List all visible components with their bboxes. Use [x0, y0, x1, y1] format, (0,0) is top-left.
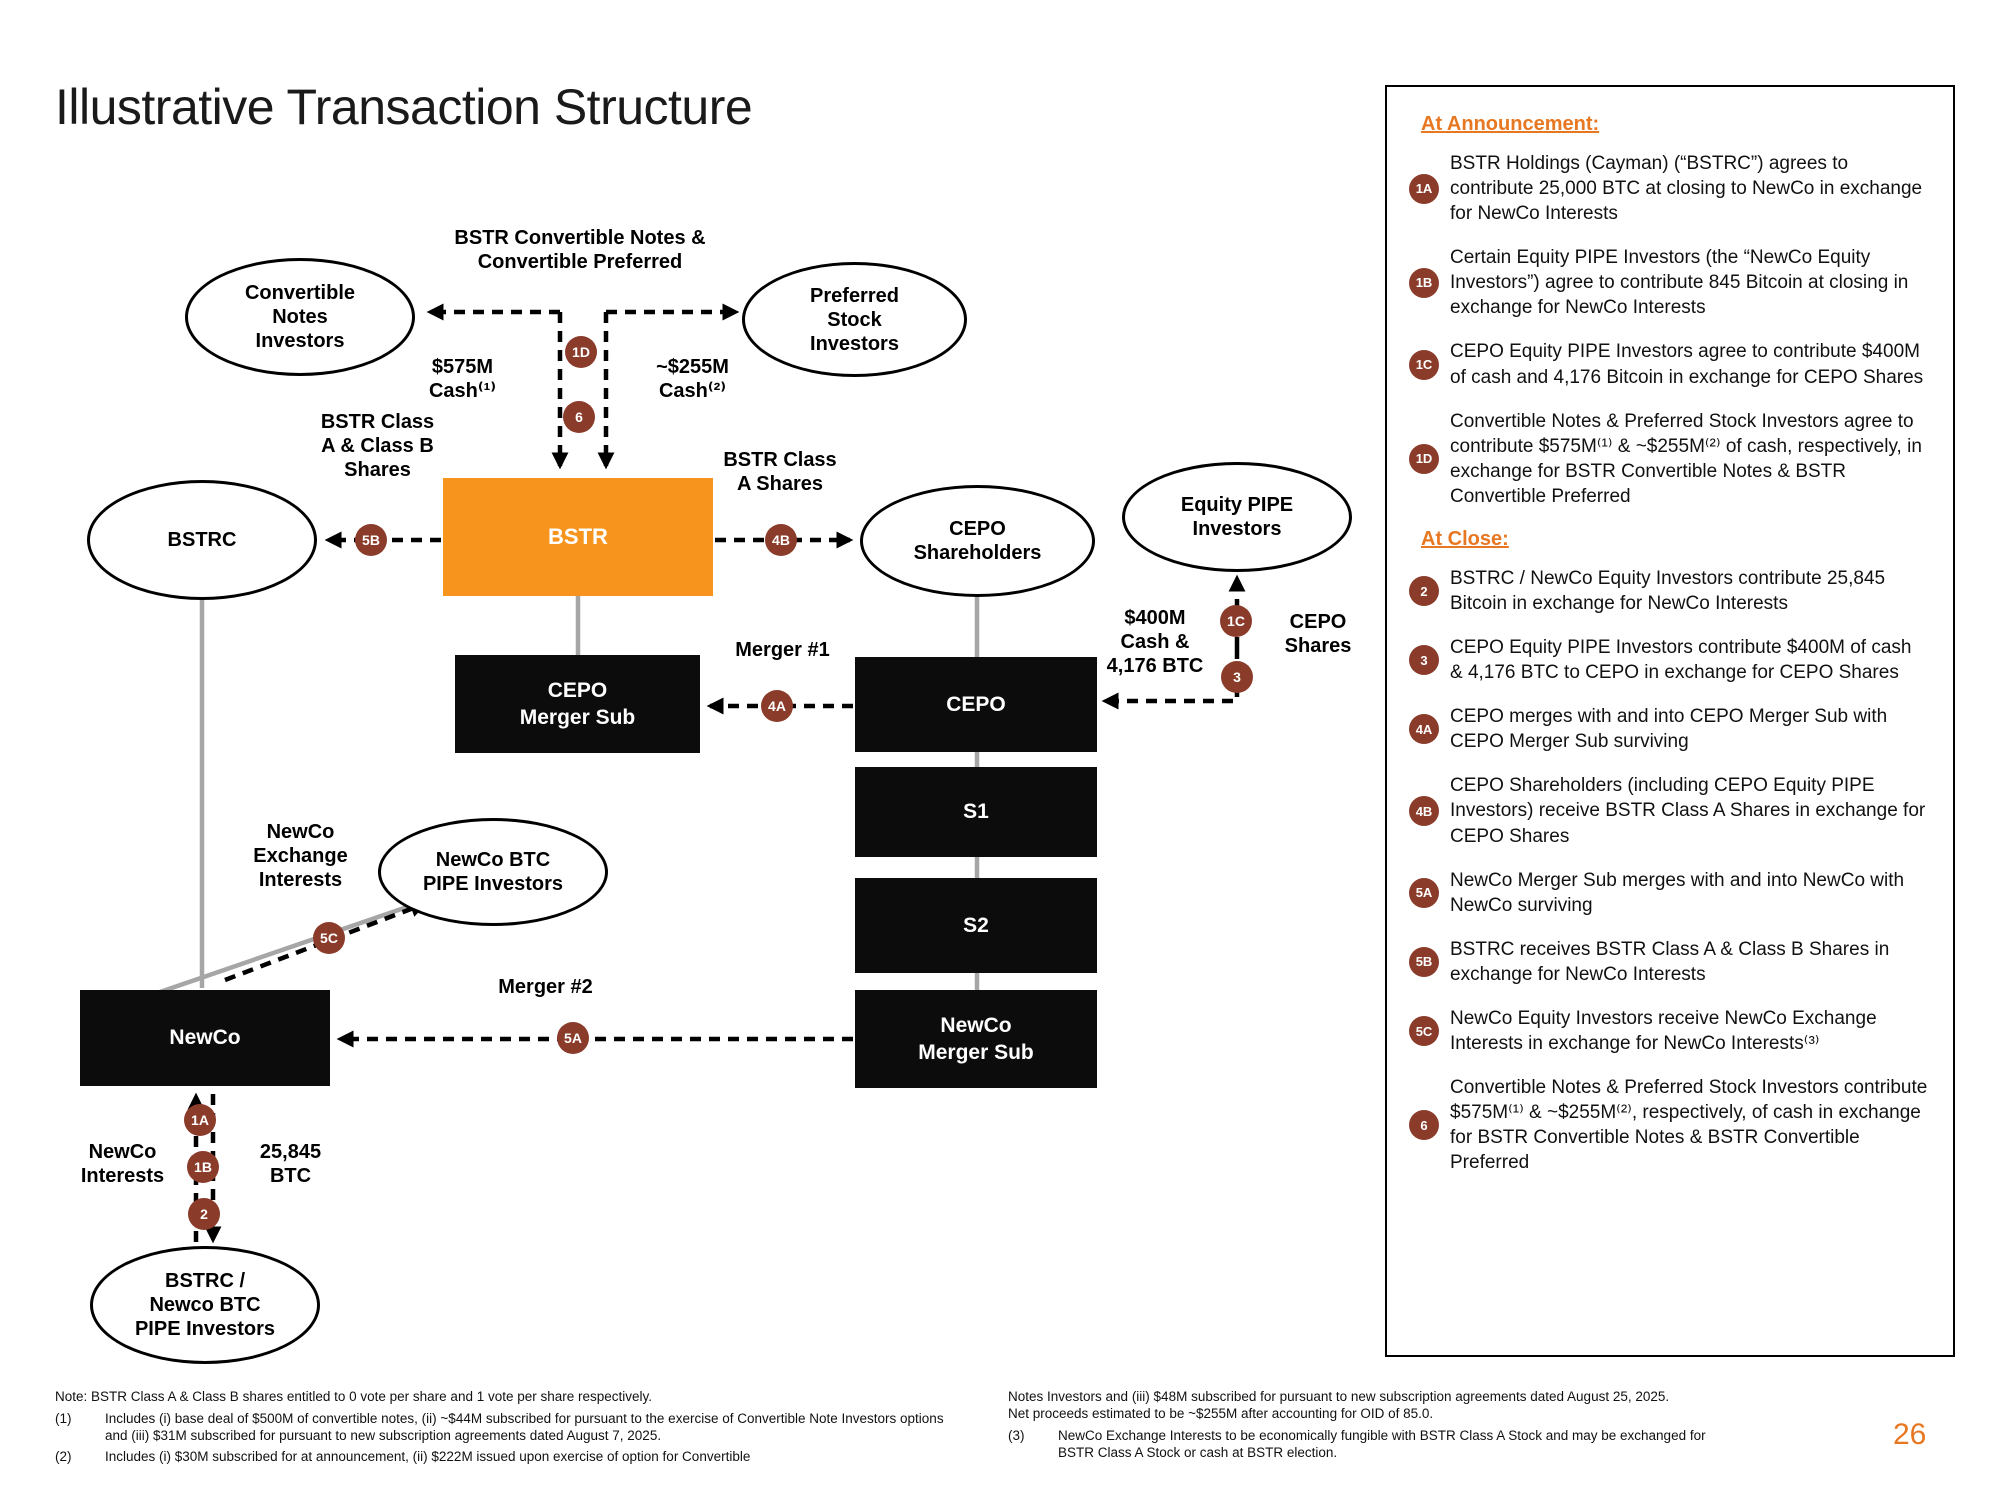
badge-5c: 5C — [313, 922, 345, 954]
badge-5a: 5A — [557, 1022, 589, 1054]
oval-cepo-shareholders: CEPO Shareholders — [860, 485, 1095, 597]
badge-5b: 5B — [355, 524, 387, 556]
legend-step-6: 6 Convertible Notes & Preferred Stock In… — [1409, 1075, 1929, 1175]
footnote-1-text: Includes (i) base deal of $500M of conve… — [105, 1411, 944, 1443]
badge-1c: 1C — [1220, 605, 1252, 637]
step-text-2: BSTRC / NewCo Equity Investors contribut… — [1450, 567, 1886, 615]
legend-step-2: 2 BSTRC / NewCo Equity Investors contrib… — [1409, 566, 1929, 616]
slide-title: Illustrative Transaction Structure — [55, 79, 753, 135]
legend-step-1b: 1B Certain Equity PIPE Investors (the “N… — [1409, 245, 1929, 320]
legend-step-4a: 4A CEPO merges with and into CEPO Merger… — [1409, 704, 1929, 754]
oval-bstrc-newco-btc-pipe-investors: BSTRC / Newco BTC PIPE Investors — [90, 1246, 320, 1364]
label-cash-255: ~$255M Cash⁽²⁾ — [656, 356, 729, 402]
box-bstr: BSTR — [443, 478, 713, 596]
footnote-1: (1) Includes (i) base deal of $500M of c… — [55, 1410, 960, 1444]
label-bstr-class-a-shares: BSTR Class A Shares — [723, 449, 837, 495]
footnotes-right: Notes Investors and (iii) $48M subscribe… — [1008, 1388, 1866, 1465]
step-text-6: Convertible Notes & Preferred Stock Inve… — [1450, 1077, 1928, 1174]
legend-step-1a: 1A BSTR Holdings (Cayman) (“BSTRC”) agre… — [1409, 151, 1929, 226]
box-newco-merger-sub: NewCo Merger Sub — [855, 990, 1097, 1088]
footnote-vote-note: Note: BSTR Class A & Class B shares enti… — [55, 1389, 653, 1404]
label-merger-2: Merger #2 — [498, 976, 593, 998]
step-text-1d: Convertible Notes & Preferred Stock Inve… — [1450, 410, 1922, 507]
legend-step-5c: 5C NewCo Equity Investors receive NewCo … — [1409, 1006, 1929, 1056]
step-badge-1b: 1B — [1409, 267, 1439, 298]
step-text-3: CEPO Equity PIPE Investors contribute $4… — [1450, 637, 1912, 684]
label-400m-cash-btc: $400M Cash & 4,176 BTC — [1106, 607, 1204, 677]
label-cash-575: $575M Cash⁽¹⁾ — [428, 356, 497, 402]
badge-4b: 4B — [765, 524, 797, 556]
legend-panel: At Announcement: 1A BSTR Holdings (Cayma… — [1385, 85, 1955, 1357]
legend-step-5a: 5A NewCo Merger Sub merges with and into… — [1409, 868, 1929, 918]
badge-2: 2 — [188, 1198, 220, 1230]
step-badge-1d: 1D — [1409, 443, 1439, 474]
step-text-4a: CEPO merges with and into CEPO Merger Su… — [1450, 706, 1888, 753]
step-text-1b: Certain Equity PIPE Investors (the “NewC… — [1450, 247, 1909, 319]
footnote-1-label: (1) — [55, 1411, 72, 1426]
footnote-3-label: (3) — [1008, 1428, 1025, 1443]
step-badge-3: 3 — [1409, 645, 1439, 676]
box-cepo: CEPO — [855, 657, 1097, 752]
legend-step-1d: 1D Convertible Notes & Preferred Stock I… — [1409, 409, 1929, 509]
badge-1d: 1D — [565, 336, 597, 368]
step-text-5c: NewCo Equity Investors receive NewCo Exc… — [1450, 1007, 1877, 1055]
legend-step-3: 3 CEPO Equity PIPE Investors contribute … — [1409, 635, 1929, 685]
oval-bstrc: BSTRC — [87, 480, 317, 600]
box-newco: NewCo — [80, 990, 330, 1086]
step-badge-1a: 1A — [1409, 173, 1439, 204]
step-badge-6: 6 — [1409, 1110, 1439, 1141]
step-badge-4a: 4A — [1409, 714, 1439, 745]
badge-1a: 1A — [184, 1104, 216, 1136]
legend-step-5b: 5B BSTRC receives BSTR Class A & Class B… — [1409, 937, 1929, 987]
box-cepo-merger-sub: CEPO Merger Sub — [455, 655, 700, 753]
label-25845-btc: 25,845 BTC — [259, 1141, 322, 1187]
badge-6: 6 — [563, 401, 595, 433]
footnote-2-label: (2) — [55, 1449, 72, 1464]
step-badge-2: 2 — [1409, 576, 1439, 607]
legend-step-1c: 1C CEPO Equity PIPE Investors agree to c… — [1409, 339, 1929, 389]
label-convertible-notes-header: BSTR Convertible Notes & Convertible Pre… — [454, 227, 706, 273]
legend-step-4b: 4B CEPO Shareholders (including CEPO Equ… — [1409, 773, 1929, 848]
step-text-5a: NewCo Merger Sub merges with and into Ne… — [1450, 869, 1905, 916]
oval-newco-btc-pipe-investors: NewCo BTC PIPE Investors — [378, 818, 608, 926]
box-s1: S1 — [855, 767, 1097, 857]
footnote-2-continued: Notes Investors and (iii) $48M subscribe… — [1008, 1389, 1670, 1421]
badge-3: 3 — [1221, 661, 1253, 693]
heading-at-announcement: At Announcement: — [1421, 113, 1600, 135]
oval-preferred-stock-investors: Preferred Stock Investors — [742, 262, 967, 377]
step-badge-5a: 5A — [1409, 877, 1439, 908]
step-badge-5c: 5C — [1409, 1016, 1439, 1047]
label-merger-1: Merger #1 — [735, 639, 830, 661]
step-text-4b: CEPO Shareholders (including CEPO Equity… — [1450, 775, 1926, 847]
label-newco-interests: NewCo Interests — [80, 1141, 165, 1187]
badge-1b: 1B — [187, 1151, 219, 1183]
step-badge-4b: 4B — [1409, 796, 1439, 827]
step-text-1a: BSTR Holdings (Cayman) (“BSTRC”) agrees … — [1450, 153, 1923, 225]
footnote-2-text: Includes (i) $30M subscribed for at anno… — [105, 1449, 751, 1464]
label-cepo-shares: CEPO Shares — [1284, 611, 1352, 657]
step-text-1c: CEPO Equity PIPE Investors agree to cont… — [1450, 341, 1924, 388]
oval-equity-pipe-investors: Equity PIPE Investors — [1122, 462, 1352, 572]
page-number: 26 — [1893, 1418, 1927, 1451]
badge-4a: 4A — [761, 690, 793, 722]
footnote-3: (3) NewCo Exchange Interests to be econo… — [1008, 1427, 1866, 1461]
step-badge-5b: 5B — [1409, 946, 1439, 977]
footnote-3-text: NewCo Exchange Interests to be economica… — [1058, 1428, 1706, 1460]
box-s2: S2 — [855, 878, 1097, 973]
footnote-2: (2) Includes (i) $30M subscribed for at … — [55, 1448, 960, 1465]
step-text-5b: BSTRC receives BSTR Class A & Class B Sh… — [1450, 938, 1890, 985]
heading-at-close: At Close: — [1421, 527, 1509, 550]
label-newco-exchange-interests: NewCo Exchange Interests — [253, 821, 348, 891]
footnotes-left: Note: BSTR Class A & Class B shares enti… — [55, 1388, 960, 1469]
oval-convertible-notes-investors: Convertible Notes Investors — [185, 258, 415, 376]
label-bstr-class-ab-shares: BSTR Class A & Class B Shares — [320, 411, 435, 481]
step-badge-1c: 1C — [1409, 349, 1439, 380]
